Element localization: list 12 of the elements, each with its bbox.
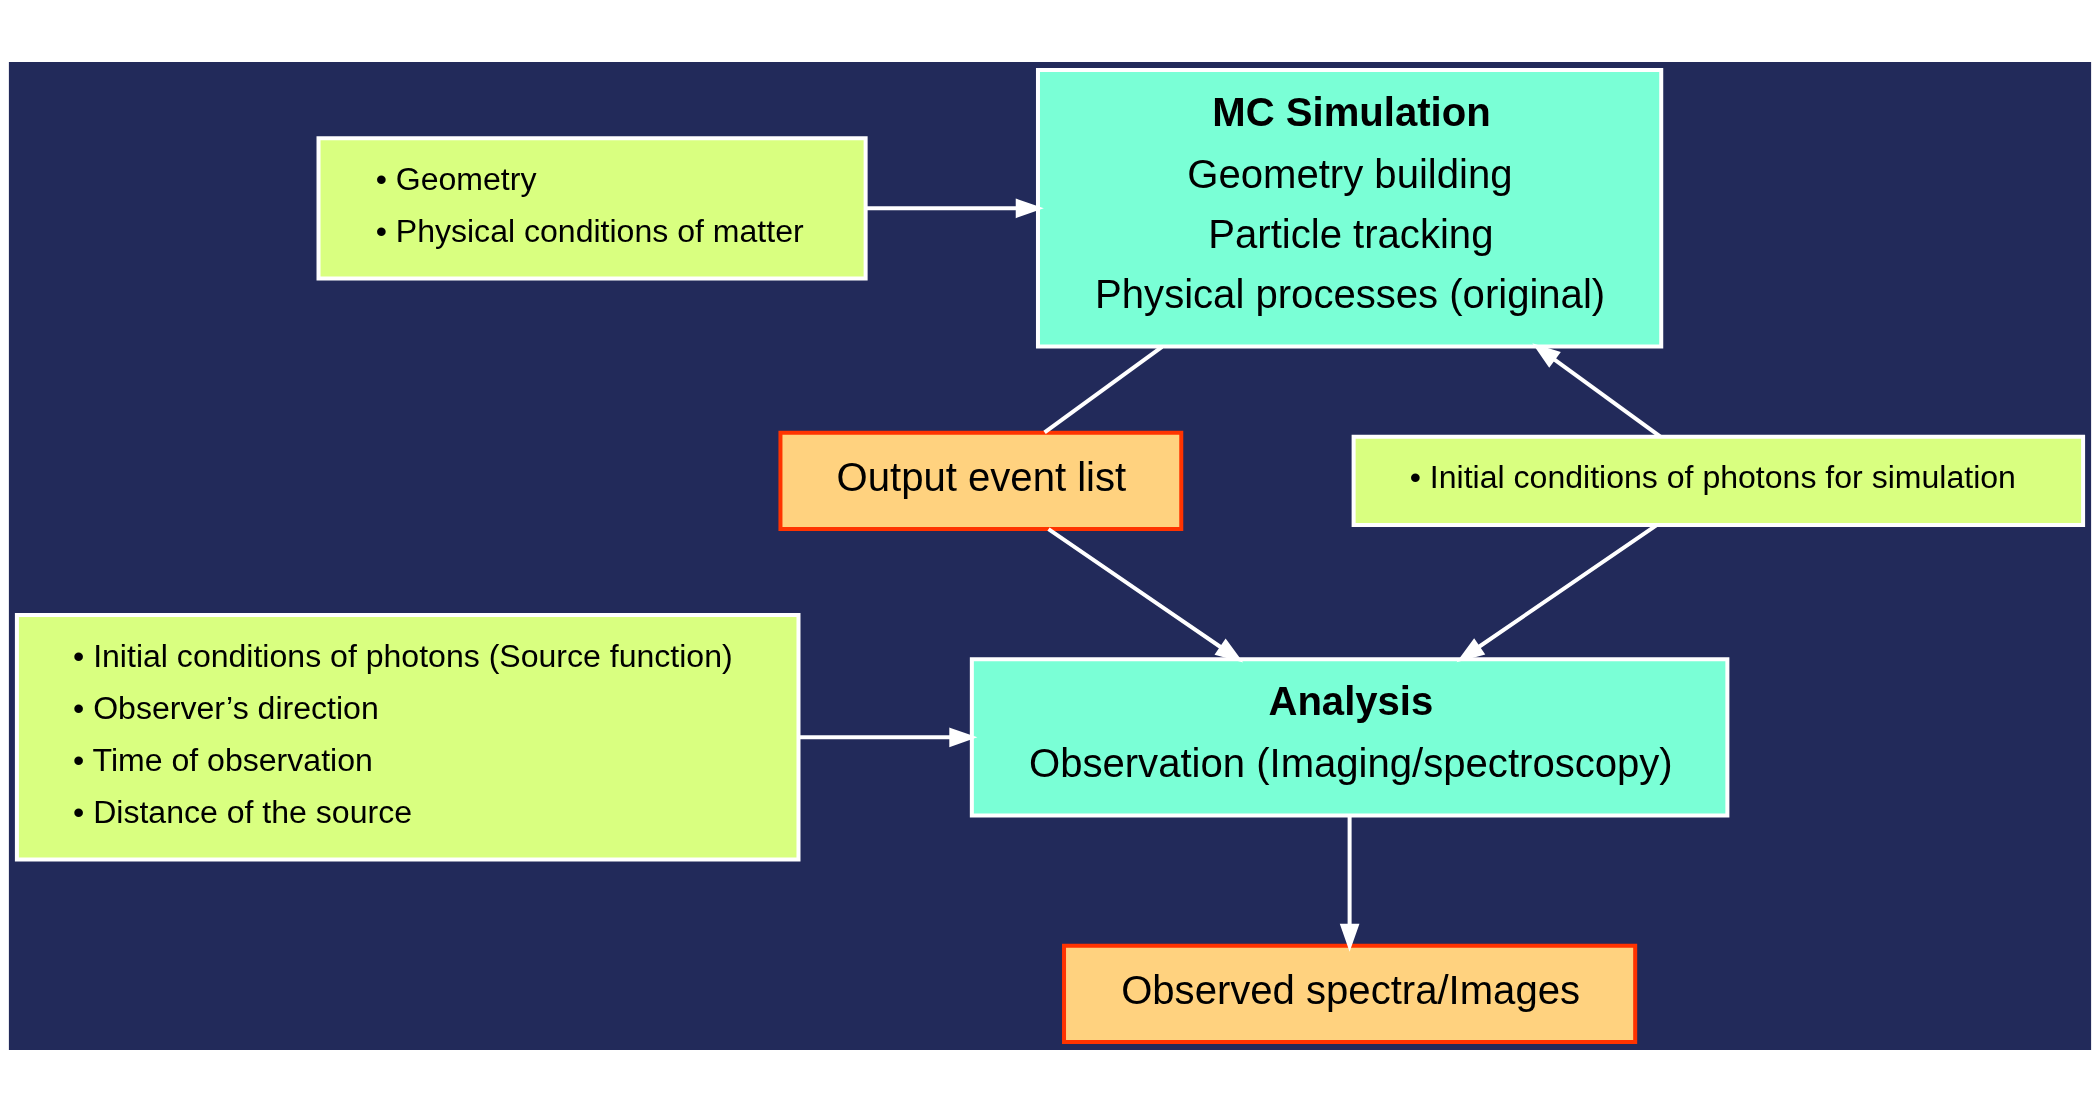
node-box: • Initial conditions of photons for simulation bbox=[1351, 434, 2086, 527]
node-box: • Geometry • Physical conditions of matter bbox=[316, 136, 868, 281]
node-box: Output event list bbox=[778, 430, 1184, 531]
arrow bbox=[1047, 527, 1244, 663]
node-box: Observed spectra/Images bbox=[1062, 943, 1638, 1044]
node-box: Analysis Observation (Imaging/spectroscopy) bbox=[969, 657, 1730, 818]
arrow bbox=[1339, 815, 1360, 952]
node-box: MC Simulation Geometry building Particle tracking Physical processes (original) bbox=[1035, 68, 1664, 349]
node-box: • Initial conditions of photons (Source function) • Observer’s direction • Time of observation • Distance of the source bbox=[14, 613, 801, 862]
arrow bbox=[865, 198, 1044, 219]
connector bbox=[1043, 345, 1164, 435]
arrow bbox=[798, 727, 978, 748]
